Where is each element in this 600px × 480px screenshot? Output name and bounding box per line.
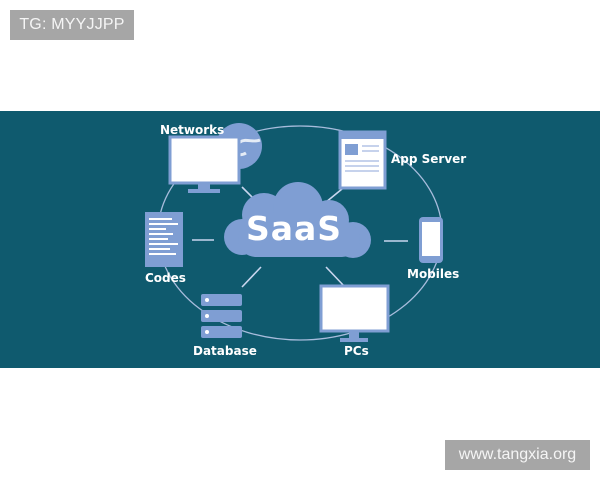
mobiles-label: Mobiles [407,267,460,281]
networks-label: Networks [160,123,225,137]
connector-pcs [325,266,346,288]
pcs-icon [319,284,390,342]
saas-cloud [224,182,371,258]
app-server-label: App Server [391,152,467,166]
database-label: Database [193,344,257,358]
mobiles-icon [419,217,443,263]
saas-diagram [145,123,443,342]
app-server-icon [338,130,387,190]
codes-icon [145,212,183,267]
saas-cloud-label: SaaS [246,209,343,248]
codes-label: Codes [145,271,186,285]
database-icon [201,294,242,338]
saas-diagram-banner: SaaS Networks App Server Codes Mobiles D… [0,111,600,368]
watermark-bottom: www.tangxia.org [445,440,590,470]
pcs-label: PCs [344,344,369,358]
connector-database [241,266,262,288]
watermark-top: TG: MYYJJPP [10,10,134,40]
networks-icon [168,123,262,193]
